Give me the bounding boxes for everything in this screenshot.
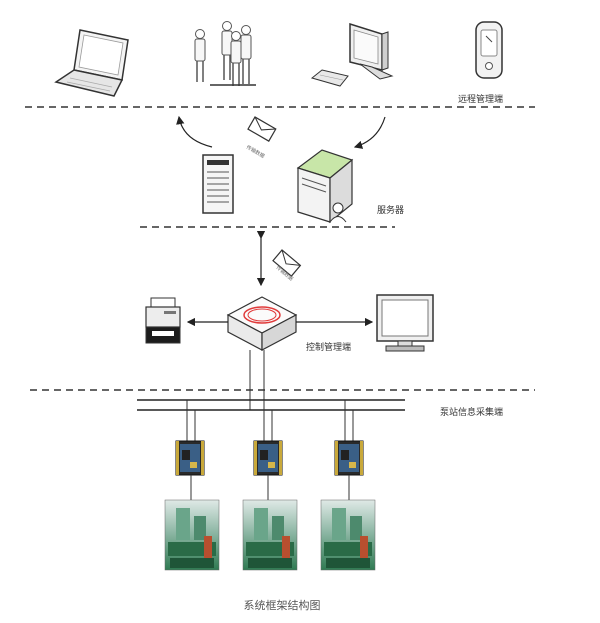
pump-tier-label: 泵站信息采集端 (440, 406, 503, 418)
curved-arrow-to-remote (176, 115, 213, 148)
monitor-icon (376, 294, 434, 352)
controller-board-icon-1 (175, 440, 205, 476)
envelope-icon-upper (247, 116, 277, 142)
server-tower-icon (296, 149, 354, 224)
users-group-icon (194, 21, 256, 86)
envelope-caption-upper: 传输数据 (245, 144, 266, 160)
desktop-computer-icon (310, 22, 394, 87)
router-hub-icon (226, 296, 298, 351)
server-rack-icon (202, 154, 234, 214)
user-badge-icon (332, 202, 344, 214)
envelope-icon-lower (272, 249, 302, 277)
diagram-caption: 系统框架结构图 (244, 598, 321, 612)
curved-arrow-to-server (353, 116, 386, 149)
remote-tier-label: 远程管理端 (458, 93, 503, 105)
pump-unit-image-3 (320, 499, 376, 571)
printer-icon (145, 297, 181, 344)
server-tier-label: 服务器 (377, 204, 404, 216)
pump-unit-image-2 (242, 499, 298, 571)
control-tier-label: 控制管理端 (306, 341, 351, 353)
mobile-device-icon (475, 21, 503, 79)
pump-unit-image-1 (164, 499, 220, 571)
controller-board-icon-2 (253, 440, 283, 476)
controller-board-icon-3 (334, 440, 364, 476)
laptop-icon (54, 29, 129, 97)
